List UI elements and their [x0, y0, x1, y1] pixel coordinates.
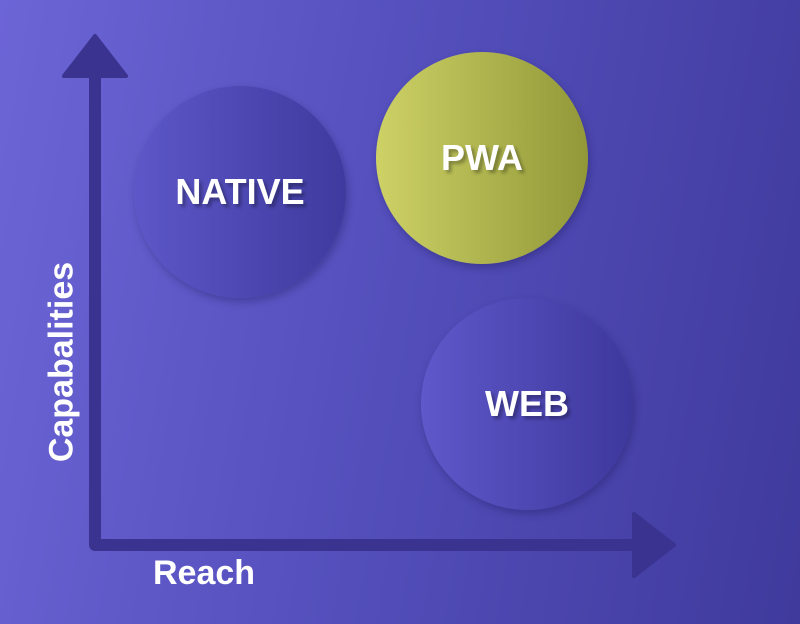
- pwa-label: PWA: [440, 137, 523, 178]
- native-label: NATIVE: [175, 171, 305, 212]
- x-axis-label: Reach: [153, 554, 256, 592]
- web-circle: WEB: [421, 298, 633, 510]
- y-axis-arrowhead: [62, 34, 128, 78]
- pwa-circle: PWA: [376, 52, 588, 264]
- native-circle: NATIVE: [134, 86, 346, 298]
- axis-lines: [89, 62, 648, 551]
- y-axis-label: Capabalities: [42, 261, 81, 463]
- x-axis-arrowhead: [632, 512, 676, 578]
- web-label: WEB: [485, 383, 569, 424]
